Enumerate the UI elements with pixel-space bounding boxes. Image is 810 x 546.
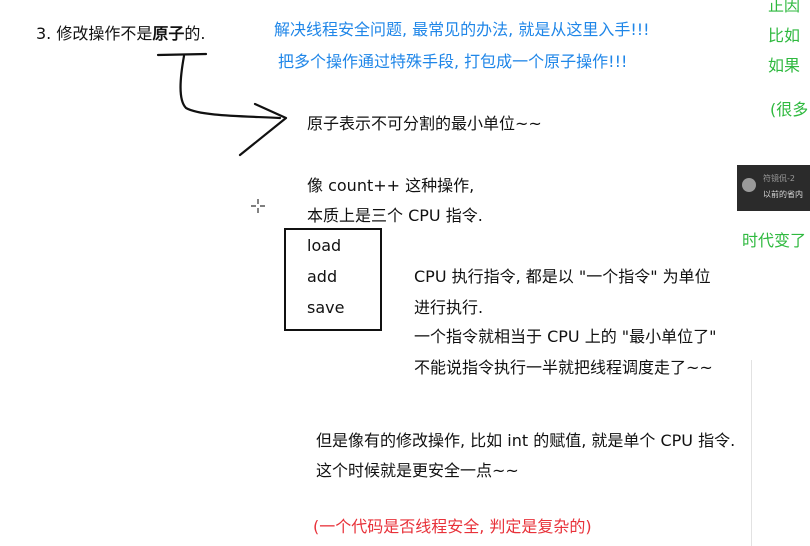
heading-prefix: 3. 修改操作不是 <box>36 24 153 43</box>
assignment-note-1: 但是像有的修改操作, 比如 int 的赋值, 就是单个 CPU 指令. <box>316 431 736 450</box>
right-green-5: 时代变了 <box>742 231 807 250</box>
instruction-load: load <box>307 236 342 255</box>
example-line-1: 像 count++ 这种操作, <box>307 176 475 195</box>
assignment-note-2: 这个时候就是更安全一点~~ <box>316 461 519 480</box>
instruction-box <box>284 228 382 331</box>
instruction-add: add <box>307 267 338 286</box>
thumbnail-text: 以前的省内 <box>763 190 803 199</box>
section-heading: 3. 修改操作不是原子的. <box>36 24 205 44</box>
instruction-save: save <box>307 298 345 317</box>
right-green-3: 如果 <box>768 56 801 75</box>
right-green-4: (很多 <box>770 100 809 119</box>
right-green-1: 正因 <box>768 0 801 15</box>
blue-note-2: 把多个操作通过特殊手段, 打包成一个原子操作!!! <box>278 52 628 71</box>
right-green-2: 比如 <box>768 26 801 45</box>
cpu-note-1: CPU 执行指令, 都是以 "一个指令" 为单位 <box>414 267 711 286</box>
example-line-2: 本质上是三个 CPU 指令. <box>307 206 483 225</box>
cpu-note-4: 不能说指令执行一半就把线程调度走了~~ <box>414 358 713 377</box>
cpu-note-2: 进行执行. <box>414 298 484 317</box>
blue-note-1: 解决线程安全问题, 最常见的办法, 就是从这里入手!!! <box>274 20 650 39</box>
right-divider <box>751 360 752 546</box>
heading-suffix: 的. <box>184 24 206 43</box>
thumbnail-username: 符镜侃-2 <box>763 174 795 183</box>
avatar <box>742 178 756 192</box>
red-note: (一个代码是否线程安全, 判定是复杂的) <box>313 517 592 536</box>
crosshair-cursor-icon <box>251 199 265 213</box>
atomic-definition: 原子表示不可分割的最小单位~~ <box>307 114 542 133</box>
heading-bold: 原子 <box>152 24 185 43</box>
cpu-note-3: 一个指令就相当于 CPU 上的 "最小单位了" <box>414 327 717 346</box>
comment-thumbnail[interactable]: 符镜侃-2 以前的省内 <box>737 165 810 211</box>
